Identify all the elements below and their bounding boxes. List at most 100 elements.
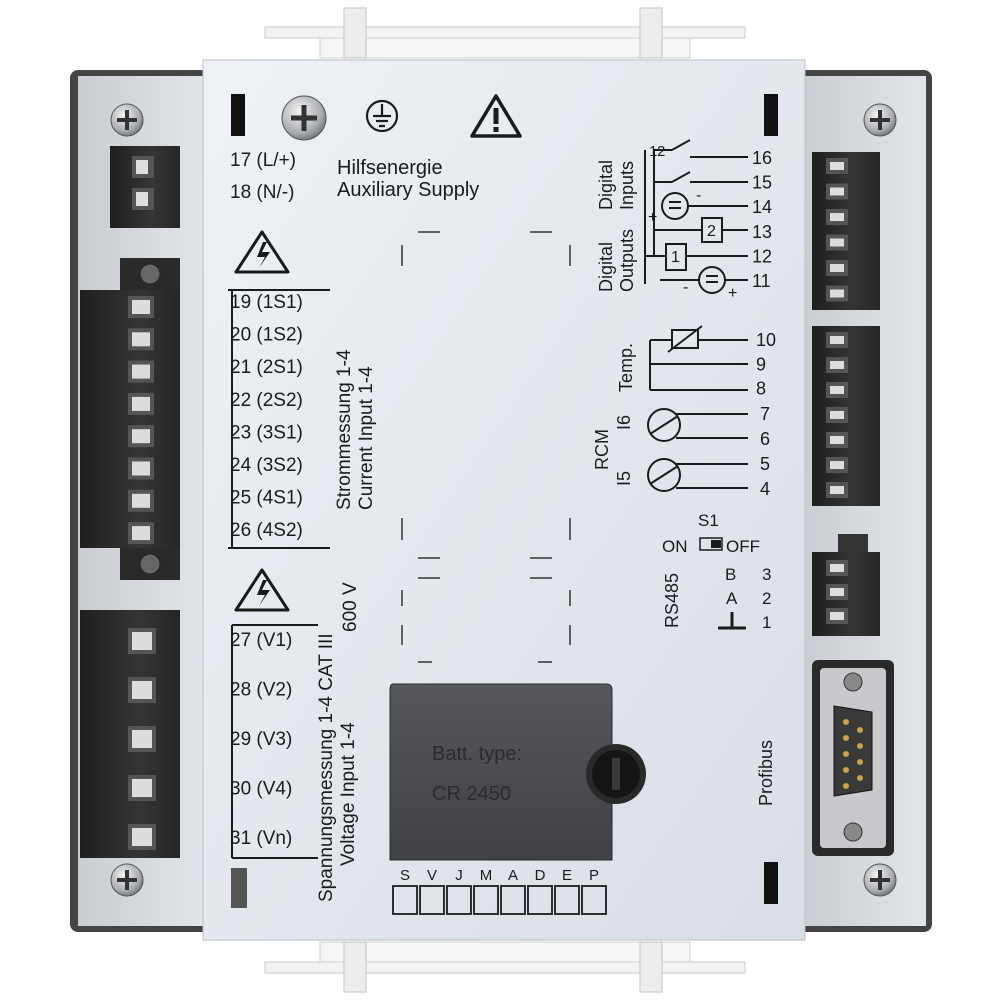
terminal-slot[interactable] xyxy=(826,332,848,348)
switch-off-label: OFF xyxy=(726,537,760,556)
terminal-slot[interactable] xyxy=(128,392,154,415)
terminal-slot[interactable] xyxy=(826,285,848,302)
terminal-slot[interactable] xyxy=(128,677,156,703)
current-terminal-label-2: 21 (2S1) xyxy=(230,357,303,378)
led-indicator: D xyxy=(527,867,553,915)
digital-outputs-label-2: Outputs xyxy=(617,229,637,292)
terminal-slot[interactable] xyxy=(826,209,848,225)
led-letter-label: M xyxy=(480,867,493,884)
terminal-slot[interactable] xyxy=(128,824,156,850)
digital-terminal-label-2: 14 xyxy=(752,197,772,217)
terminal-slot[interactable] xyxy=(826,584,848,600)
mounting-clip-top[interactable] xyxy=(264,7,746,59)
terminal-slot[interactable] xyxy=(128,775,156,801)
battery-model-label: CR 2450 xyxy=(432,783,511,805)
terminal-slot[interactable] xyxy=(826,382,848,398)
screw-icon[interactable] xyxy=(863,103,897,137)
terminal-slot[interactable] xyxy=(826,183,848,200)
voltage-terminal-label-4: 31 (Vn) xyxy=(230,828,292,849)
terminal-slot[interactable] xyxy=(128,522,154,545)
led-letter-label: E xyxy=(562,867,572,884)
terminal-slot[interactable] xyxy=(128,360,154,383)
terminal-slot[interactable] xyxy=(826,234,848,251)
terminal-slot[interactable] xyxy=(826,158,848,174)
digital-outputs-label-1: Digital xyxy=(596,242,616,292)
screw-icon[interactable] xyxy=(863,863,897,897)
digital-plus-icon: + xyxy=(728,285,737,302)
plate-slot xyxy=(764,862,778,904)
battery-type-label: Batt. type: xyxy=(432,743,522,765)
digital-symbol-1: 1 xyxy=(649,143,657,160)
rcm-schematic xyxy=(647,408,748,492)
battery-cover-screw-icon[interactable] xyxy=(586,744,646,804)
terminal-slot[interactable] xyxy=(128,296,154,318)
voltage-title-de: Spannungsmessung 1-4 CAT III xyxy=(316,633,337,902)
terminal-slot[interactable] xyxy=(128,726,156,752)
terminal-slot[interactable] xyxy=(826,260,848,276)
current-terminal-label-0: 19 (1S1) xyxy=(230,292,303,313)
digital-inputs-label-1: Digital xyxy=(596,160,616,210)
plate-slot xyxy=(231,94,245,136)
terminal-slot[interactable] xyxy=(826,482,848,498)
temp-terminal-label-2: 8 xyxy=(756,379,766,399)
terminal-slot[interactable] xyxy=(128,425,154,448)
rcm-label: RCM xyxy=(592,429,612,470)
led-letter-label: A xyxy=(508,867,518,884)
connector-digital-io[interactable] xyxy=(812,152,880,310)
connector-supply[interactable] xyxy=(110,146,180,228)
rs485-ground-icon xyxy=(718,612,746,630)
plate-slot xyxy=(231,868,247,908)
screw-icon[interactable] xyxy=(110,103,144,137)
terminal-slot[interactable] xyxy=(826,608,848,624)
digital-io-schematic xyxy=(644,139,748,294)
digital-inputs-label-2: Inputs xyxy=(617,161,637,210)
rs485-label: RS485 xyxy=(662,573,682,628)
led-indicator: V xyxy=(419,867,445,915)
terminal-slot[interactable] xyxy=(826,357,848,373)
terminal-slot[interactable] xyxy=(826,457,848,473)
led-letter-label: D xyxy=(535,867,546,884)
current-terminal-label-3: 22 (2S2) xyxy=(230,390,303,411)
terminal-slot[interactable] xyxy=(128,628,156,654)
current-terminal-label-7: 26 (4S2) xyxy=(230,520,303,541)
dip-switch-s1[interactable] xyxy=(699,537,723,551)
terminal-slot[interactable] xyxy=(128,489,154,512)
relay-label-1: 1 xyxy=(671,249,680,266)
connector-rs485[interactable] xyxy=(812,534,880,636)
digital-terminal-label-3: 13 xyxy=(752,222,772,242)
terminal-slot[interactable] xyxy=(128,457,154,480)
led-indicator: S xyxy=(392,867,418,915)
switch-name: S1 xyxy=(698,511,719,530)
voltage-terminal-label-3: 30 (V4) xyxy=(230,779,292,800)
led-letter-label: S xyxy=(400,867,410,884)
protective-earth-icon xyxy=(365,99,399,133)
digital-minus-icon: - xyxy=(683,279,688,296)
ground-screw-icon[interactable] xyxy=(281,95,327,141)
current-terminal-label-5: 24 (3S2) xyxy=(230,455,303,476)
digital-minus-icon: - xyxy=(696,187,701,204)
connector-current[interactable] xyxy=(80,258,180,580)
screw-icon[interactable] xyxy=(110,863,144,897)
terminal-slot[interactable] xyxy=(826,407,848,423)
battery-cover[interactable]: Batt. type: CR 2450 xyxy=(389,683,613,861)
rcm-terminal-label-3: 4 xyxy=(760,479,770,499)
led-letter-label: V xyxy=(427,867,437,884)
digital-terminal-label-4: 12 xyxy=(752,246,772,266)
led-indicator: E xyxy=(554,867,580,915)
rcm-terminal-label-1: 6 xyxy=(760,429,770,449)
high-voltage-warning-icon xyxy=(234,568,290,612)
rs485-terminal-label-1: 2 xyxy=(762,589,771,608)
terminal-slot[interactable] xyxy=(128,328,154,351)
supply-title-de: Hilfsenergie xyxy=(337,157,443,179)
current-terminal-bracket xyxy=(228,289,330,549)
mounting-clip-bottom[interactable] xyxy=(264,941,746,993)
terminal-slot[interactable] xyxy=(826,560,848,576)
profibus-port[interactable] xyxy=(812,660,894,856)
rs485-terminal-label-2: 1 xyxy=(762,613,771,632)
connector-temp-rcm[interactable] xyxy=(812,326,880,506)
terminal-slot[interactable] xyxy=(826,432,848,448)
voltage-terminal-label-1: 28 (V2) xyxy=(230,680,292,701)
connector-voltage[interactable] xyxy=(80,610,180,858)
